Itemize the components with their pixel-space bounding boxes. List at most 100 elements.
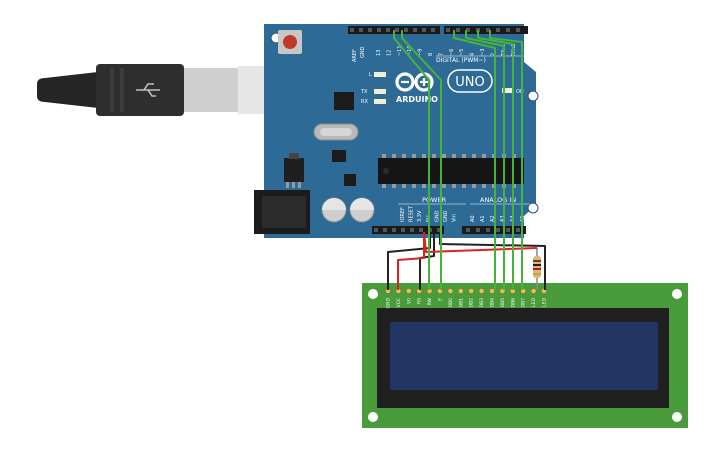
pin-socket[interactable]: [496, 28, 500, 32]
chip-pin: [452, 154, 456, 158]
led-rx: RX: [361, 99, 386, 105]
chip-pin: [412, 154, 416, 158]
pin-socket[interactable]: [404, 28, 408, 32]
lcd-pin[interactable]: [405, 288, 412, 294]
pin-socket[interactable]: [446, 28, 450, 32]
model-label: UNO: [455, 75, 484, 90]
pin-socket[interactable]: [350, 28, 354, 32]
digital-pin-sockets: [350, 28, 520, 32]
lcd-pin[interactable]: [447, 288, 454, 294]
pin-socket[interactable]: [466, 28, 470, 32]
wire-db4-pin5[interactable]: [453, 30, 496, 290]
wire-e-pin11[interactable]: [401, 30, 442, 290]
pin-socket[interactable]: [392, 228, 396, 232]
lcd-pin-label: DB3: [479, 298, 485, 308]
power-header: [372, 226, 444, 234]
pin-socket[interactable]: [374, 228, 378, 232]
pin-socket[interactable]: [506, 28, 510, 32]
capacitor-1: [321, 197, 347, 223]
lcd-pin[interactable]: [468, 288, 475, 294]
resistor[interactable]: [533, 248, 541, 290]
digital-pin-label: 2: [490, 53, 496, 56]
lcd-pin-label: V0: [406, 298, 412, 304]
wire-5v-resistor[interactable]: [423, 231, 538, 253]
reset-button[interactable]: [278, 30, 302, 54]
chip-pin: [422, 184, 426, 188]
digital-pin-label: ~5: [459, 49, 465, 56]
wire-rs-pin12[interactable]: [393, 30, 430, 290]
digital-pin-label: 4: [470, 53, 476, 56]
chip-pin: [392, 154, 396, 158]
lcd-pin-label: VCC: [396, 298, 402, 307]
chip-pin: [442, 184, 446, 188]
small-component: [344, 174, 356, 186]
lcd-pin-label: LED: [531, 297, 537, 306]
pin-socket[interactable]: [437, 228, 441, 232]
pin-socket[interactable]: [368, 28, 372, 32]
wire-db5-pin4[interactable]: [465, 30, 505, 290]
chip-pin: [482, 154, 486, 158]
chip-pin: [412, 184, 416, 188]
svg-text:TX: TX: [360, 89, 368, 95]
power-jack[interactable]: [254, 190, 310, 234]
lcd-pin-label: RS: [417, 298, 423, 304]
gnd-label: GND: [360, 46, 366, 58]
pin-socket[interactable]: [422, 28, 426, 32]
pin-socket[interactable]: [516, 28, 520, 32]
pin-socket[interactable]: [413, 28, 417, 32]
pin-socket[interactable]: [486, 28, 490, 32]
pin-socket[interactable]: [506, 228, 510, 232]
wire-5v-vcc[interactable]: [397, 232, 425, 290]
pin-socket[interactable]: [359, 28, 363, 32]
wire-db6-pin3[interactable]: [477, 30, 514, 290]
pin-socket[interactable]: [410, 228, 414, 232]
power-pin-label: RESET: [409, 205, 415, 222]
pin-socket[interactable]: [486, 228, 490, 232]
chip-pin: [462, 154, 466, 158]
digital-pin-label: 8: [428, 53, 434, 56]
lcd-pin-label: LED: [542, 297, 548, 306]
analog-pin-label: A2: [490, 215, 496, 222]
pin-socket[interactable]: [377, 28, 381, 32]
wire-gnd-rw[interactable]: [419, 232, 435, 290]
pin-socket[interactable]: [466, 228, 470, 232]
digital-pin-label: 7: [438, 53, 444, 56]
power-label: POWER: [422, 196, 447, 204]
lcd-pin-label: DB2: [469, 298, 475, 308]
lcd-pin-label: DB1: [458, 298, 464, 308]
pin-socket[interactable]: [395, 28, 399, 32]
pin-socket[interactable]: [431, 28, 435, 32]
pin-socket[interactable]: [383, 228, 387, 232]
lcd-screen: [390, 322, 658, 390]
chip-pin: [402, 154, 406, 158]
pin-socket[interactable]: [386, 28, 390, 32]
lcd-pin-label: DB7: [521, 298, 527, 308]
pin-socket[interactable]: [401, 228, 405, 232]
chip-pin: [382, 154, 386, 158]
pin-socket[interactable]: [456, 28, 460, 32]
digital-pin-label: ~10: [407, 45, 413, 56]
lcd-pin-label: GND: [386, 297, 392, 308]
lcd-pin[interactable]: [489, 288, 495, 294]
analog-pin-label: A0: [470, 215, 476, 222]
model-badge: [447, 69, 493, 93]
lcd-pin[interactable]: [457, 288, 464, 294]
lcd-pin[interactable]: [478, 288, 485, 294]
digital-pin-label: ~6: [449, 49, 455, 56]
usb-cable[interactable]: [37, 64, 270, 116]
wire-gnd-led[interactable]: [439, 232, 546, 290]
pin-socket[interactable]: [516, 228, 520, 232]
wire-db7-pin2[interactable]: [489, 30, 523, 290]
pin-socket[interactable]: [419, 228, 423, 232]
chip-pin: [472, 184, 476, 188]
pin-socket[interactable]: [496, 228, 500, 232]
chip-pin: [432, 154, 436, 158]
chip-pin: [392, 184, 396, 188]
led-on: ON: [502, 88, 524, 95]
lcd-pin[interactable]: [530, 288, 537, 294]
power-pin-label: 3.3V: [417, 210, 423, 222]
pin-socket[interactable]: [476, 228, 480, 232]
